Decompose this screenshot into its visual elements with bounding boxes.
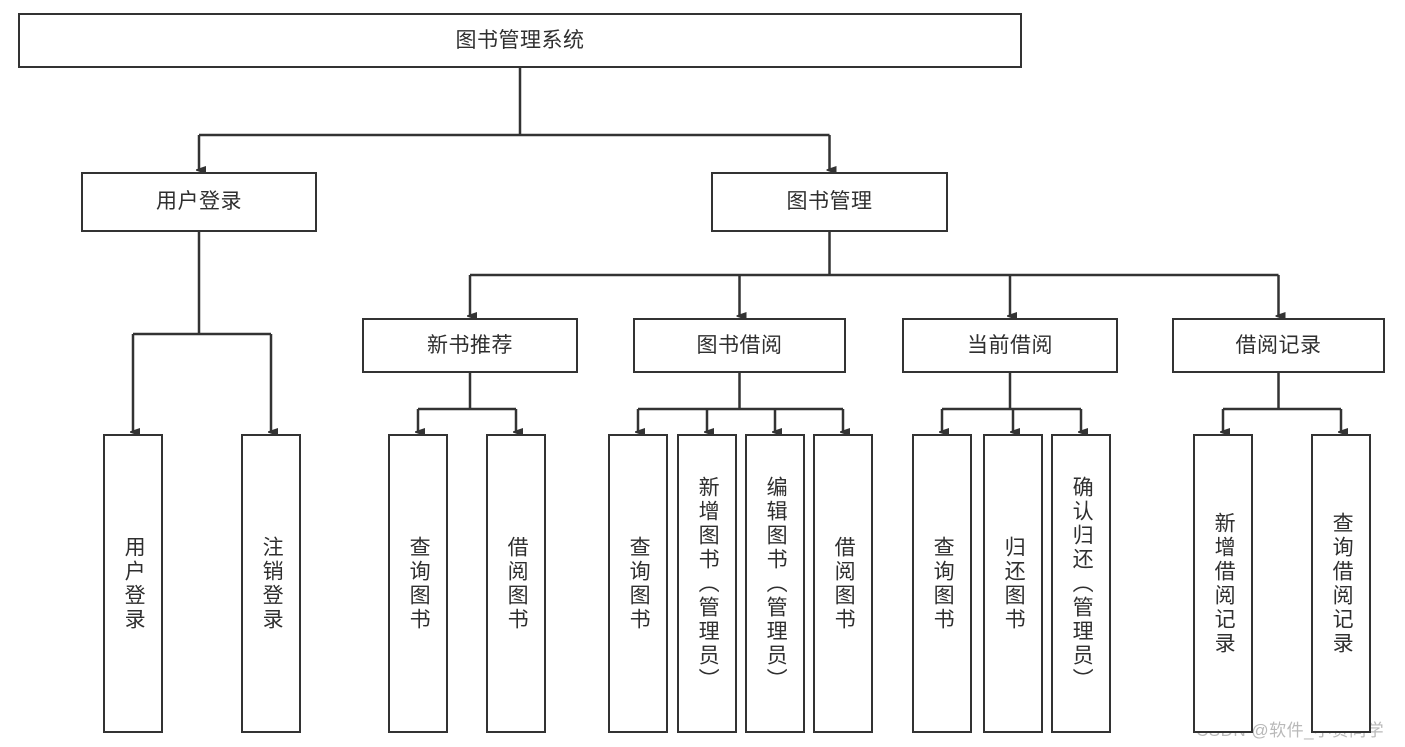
node-l3-user-login-leaf[interactable]: 用户登录: [103, 434, 163, 733]
node-root[interactable]: 图书管理系统: [18, 13, 1022, 68]
node-l3-br-add-record[interactable]: 新增借阅记录: [1193, 434, 1253, 733]
node-label: 确认归还（管理员）: [1070, 475, 1094, 692]
node-l3-user-logout-leaf[interactable]: 注销登录: [241, 434, 301, 733]
node-label: 借阅图书: [832, 535, 856, 632]
node-label: 借阅图书: [505, 535, 529, 632]
node-label: 图书管理系统: [455, 28, 585, 52]
node-label: 查询图书: [627, 535, 651, 632]
node-l3-br-query-record[interactable]: 查询借阅记录: [1311, 434, 1371, 733]
node-label: 编辑图书（管理员）: [764, 475, 788, 692]
node-l3-rec-query-book[interactable]: 查询图书: [388, 434, 448, 733]
node-l3-bb-query-book[interactable]: 查询图书: [608, 434, 668, 733]
node-label: 查询图书: [931, 535, 955, 632]
node-label: 新书推荐: [427, 333, 513, 357]
node-label: 借阅记录: [1235, 333, 1322, 357]
node-label: 注销登录: [260, 535, 284, 632]
node-l1-user-login[interactable]: 用户登录: [81, 172, 317, 232]
node-l2-borrow-record[interactable]: 借阅记录: [1172, 318, 1385, 373]
node-l3-bb-borrow-book[interactable]: 借阅图书: [813, 434, 873, 733]
node-l3-bb-add-book[interactable]: 新增图书（管理员）: [677, 434, 737, 733]
node-label: 图书管理: [786, 190, 873, 214]
node-label: 图书借阅: [696, 333, 783, 357]
node-l3-cb-query-book[interactable]: 查询图书: [912, 434, 972, 733]
edge-group: [133, 68, 1341, 432]
node-l3-rec-borrow-book[interactable]: 借阅图书: [486, 434, 546, 733]
node-label: 用户登录: [156, 190, 242, 214]
node-label: 查询图书: [407, 535, 431, 632]
node-l1-book-manage[interactable]: 图书管理: [711, 172, 948, 232]
node-l3-cb-confirm-return[interactable]: 确认归还（管理员）: [1051, 434, 1111, 733]
node-l2-current-borrow[interactable]: 当前借阅: [902, 318, 1118, 373]
node-label: 新增图书（管理员）: [696, 475, 720, 692]
node-label: 用户登录: [122, 535, 146, 632]
node-label: 归还图书: [1002, 535, 1026, 632]
node-l3-bb-edit-book[interactable]: 编辑图书（管理员）: [745, 434, 805, 733]
node-label: 当前借阅: [967, 333, 1053, 357]
node-l2-book-borrow[interactable]: 图书借阅: [633, 318, 846, 373]
node-l3-cb-return-book[interactable]: 归还图书: [983, 434, 1043, 733]
node-label: 查询借阅记录: [1330, 511, 1354, 656]
node-l2-new-book-rec[interactable]: 新书推荐: [362, 318, 578, 373]
node-label: 新增借阅记录: [1212, 511, 1236, 656]
